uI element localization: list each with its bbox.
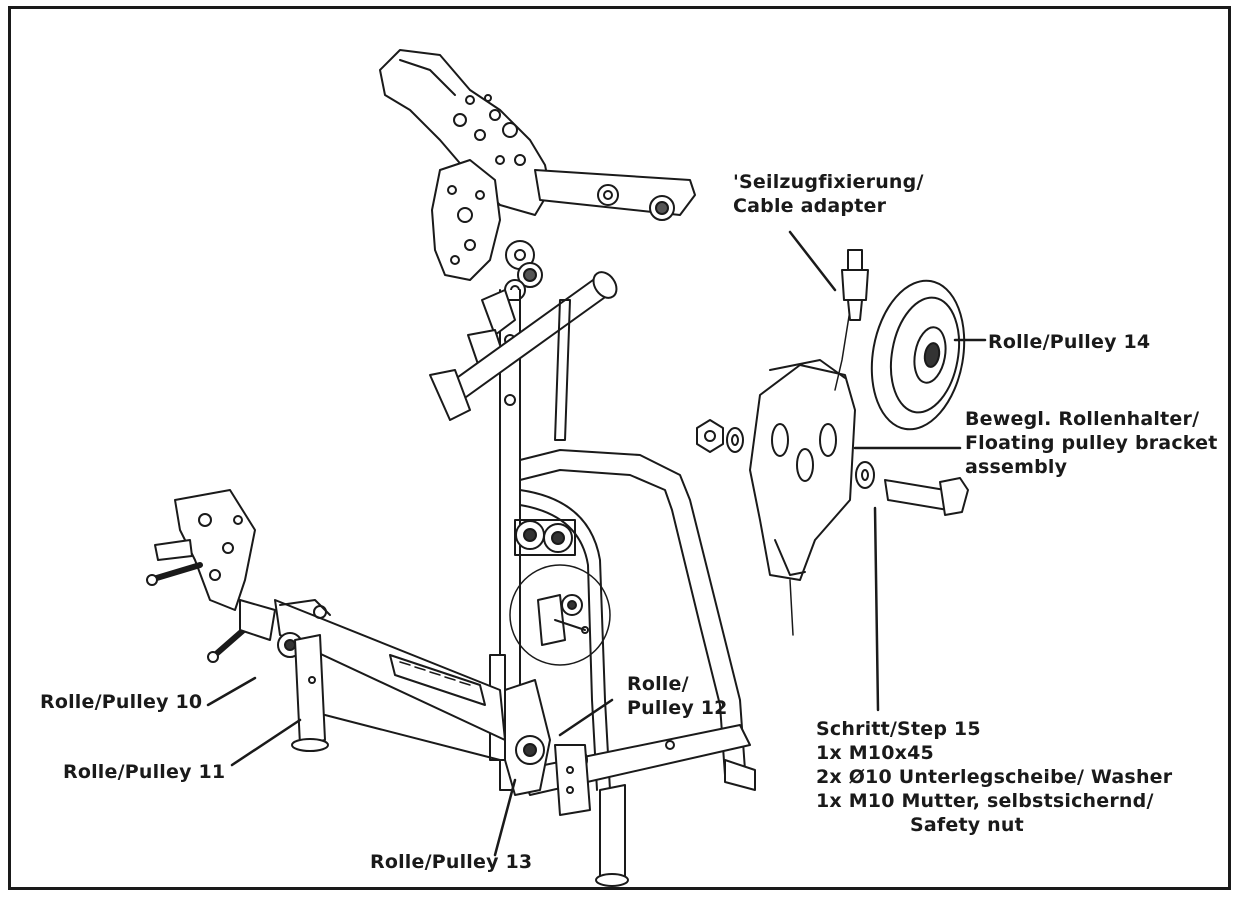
floating-bracket-line-1: Bewegl. Rollenhalter/ [965, 408, 1200, 430]
frame-tube [519, 449, 756, 887]
pulley-12-line-2: Pulley 12 [627, 697, 728, 719]
mid-pulleys [514, 519, 576, 556]
pulley-14-label: Rolle/Pulley 14 [988, 330, 1150, 354]
step-item-nut: 1x M10 Mutter, selbstsichernd/ [816, 790, 1154, 812]
step-item-nut-cont: Safety nut [910, 814, 1024, 836]
pulley-12-line-1: Rolle/ [627, 673, 689, 695]
front-post [291, 634, 501, 761]
pulley-13-text: Rolle/Pulley 13 [370, 851, 533, 873]
pulley-11-label: Rolle/Pulley 11 [63, 760, 225, 784]
pulley-14-text: Rolle/Pulley 14 [988, 331, 1151, 353]
upper-arm-assembly [379, 49, 696, 301]
step-item-bolt: 1x M10x45 [816, 742, 934, 764]
diagram-frame [8, 6, 1231, 890]
leg-lever [146, 489, 276, 663]
step-item-washer: 2x Ø10 Unterlegscheibe/ Washer [816, 766, 1173, 788]
pulley-11-text: Rolle/Pulley 11 [63, 761, 226, 783]
pulley-12-label: Rolle/ Pulley 12 [627, 672, 728, 720]
pulley-10-text: Rolle/Pulley 10 [40, 691, 203, 713]
cable-adapter-label: 'Seilzugfixierung/ Cable adapter [733, 170, 924, 218]
cable-adapter-line-2: Cable adapter [733, 195, 887, 217]
leader-lines [206, 230, 987, 857]
step-15-instructions: Schritt/Step 15 1x M10x45 2x Ø10 Unterle… [816, 717, 1172, 837]
pulley-13-label: Rolle/Pulley 13 [370, 850, 532, 874]
floating-bracket-line-2: Floating pulley bracket [965, 432, 1218, 454]
detail-circle [509, 564, 611, 666]
floating-bracket-label: Bewegl. Rollenhalter/ Floating pulley br… [965, 407, 1218, 479]
floating-bracket-exploded [696, 249, 969, 636]
cable-adapter-line-1: 'Seilzugfixierung/ [733, 171, 924, 193]
step-title: Schritt/Step 15 [816, 718, 981, 740]
floating-bracket-line-3: assembly [965, 456, 1068, 478]
handle-bar [429, 271, 618, 441]
pulley-10-label: Rolle/Pulley 10 [40, 690, 202, 714]
